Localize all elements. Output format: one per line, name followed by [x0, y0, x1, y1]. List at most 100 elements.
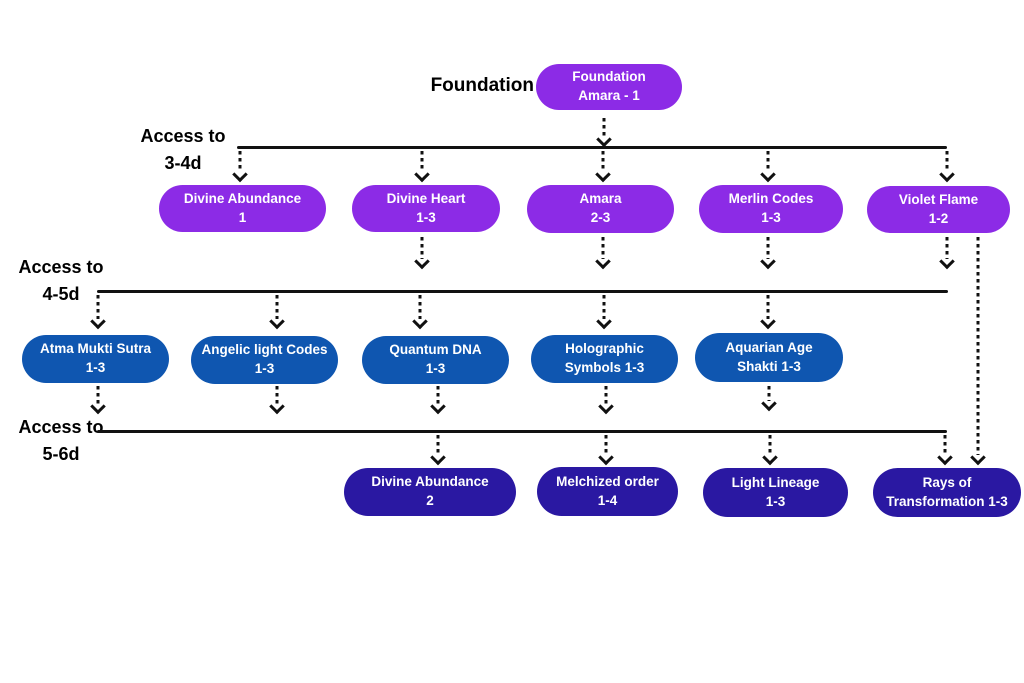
arrow-shaft	[766, 237, 770, 259]
arrow-head-icon	[90, 313, 106, 330]
arrow-head-icon	[598, 449, 614, 466]
arrow-head-icon	[937, 449, 953, 466]
access-label-line2: 4-5d	[42, 284, 80, 304]
dotted-arrow	[595, 237, 611, 270]
dotted-arrow	[596, 295, 612, 330]
node-title: Amara	[579, 191, 622, 207]
node-melchized-order: Melchized order 1-4	[537, 467, 678, 516]
arrow-shaft	[96, 295, 100, 319]
foundation-label: Foundation	[430, 75, 534, 96]
dotted-arrow	[760, 151, 776, 183]
arrow-head-icon	[430, 398, 446, 415]
dotted-arrow	[269, 295, 285, 330]
node-title: Merlin Codes	[728, 191, 814, 207]
node-rays-of-transformation: Rays of Transformation 1-3	[873, 468, 1021, 517]
access-label-4-5d: Access to 4-5d	[8, 254, 114, 308]
node-divine-heart: Divine Heart 1-3	[352, 185, 500, 232]
arrow-shaft	[604, 435, 608, 455]
dotted-arrow	[596, 118, 612, 148]
arrow-shaft	[601, 237, 605, 259]
arrow-head-icon	[939, 253, 955, 270]
access-label-line2: 3-4d	[164, 153, 202, 173]
arrow-head-icon	[90, 398, 106, 415]
dotted-arrow	[598, 386, 614, 415]
access-label-line1: Access to	[18, 417, 104, 437]
arrow-head-icon	[595, 166, 611, 183]
arrow-shaft	[275, 386, 279, 404]
arrow-shaft	[767, 386, 771, 401]
dotted-arrow	[970, 237, 986, 466]
arrow-head-icon	[414, 253, 430, 270]
node-subtitle: 1-3	[416, 209, 436, 225]
node-title: Atma Mukti Sutra	[39, 341, 151, 357]
arrow-head-icon	[414, 166, 430, 183]
dotted-arrow	[760, 237, 776, 270]
arrow-head-icon	[760, 313, 776, 330]
node-quantum-dna: Quantum DNA 1-3	[362, 336, 509, 384]
level-line-5-6d	[97, 430, 947, 433]
dotted-arrow	[412, 295, 428, 330]
node-title: Divine Abundance	[183, 190, 302, 206]
node-divine-abundance-1: Divine Abundance 1	[159, 185, 326, 232]
dotted-arrow	[760, 295, 776, 330]
arrow-head-icon	[761, 395, 777, 412]
arrow-head-icon	[762, 449, 778, 466]
node-title: Divine Abundance	[371, 474, 489, 490]
node-subtitle: 1	[238, 209, 247, 225]
node-light-lineage: Light Lineage 1-3	[703, 468, 848, 517]
arrow-head-icon	[970, 449, 986, 466]
node-angelic-light-codes: Angelic light Codes 1-3	[191, 336, 338, 384]
arrow-head-icon	[595, 253, 611, 270]
access-label-5-6d: Access to 5-6d	[8, 414, 114, 468]
node-title: Angelic light Codes	[201, 342, 328, 358]
arrow-shaft	[436, 386, 440, 404]
node-subtitle: 1-4	[597, 492, 618, 508]
node-subtitle: Amara - 1	[578, 88, 640, 103]
node-divine-abundance-2: Divine Abundance 2	[344, 468, 516, 516]
arrow-shaft	[601, 151, 605, 172]
node-amara-2-3: Amara 2-3	[527, 185, 674, 233]
arrow-head-icon	[596, 313, 612, 330]
dotted-arrow	[937, 435, 953, 466]
dotted-arrow	[939, 237, 955, 270]
arrow-shaft	[420, 237, 424, 259]
node-subtitle: 2	[426, 493, 434, 508]
arrow-shaft	[96, 386, 100, 404]
dotted-arrow	[414, 151, 430, 183]
dotted-arrow	[430, 386, 446, 415]
arrow-shaft	[418, 295, 422, 319]
node-subtitle: 1-2	[928, 210, 949, 226]
dotted-arrow	[269, 386, 285, 415]
arrow-shaft	[602, 295, 606, 319]
node-holographic-symbols: Holographic Symbols 1-3	[531, 335, 678, 383]
node-subtitle: 1-3	[765, 493, 786, 509]
node-subtitle: Shakti 1-3	[737, 358, 801, 374]
dotted-arrow	[762, 435, 778, 466]
node-title: Quantum DNA	[389, 342, 482, 358]
node-title: Melchized order	[556, 473, 659, 489]
dotted-arrow	[595, 151, 611, 183]
dotted-arrow	[232, 151, 248, 183]
arrow-head-icon	[232, 166, 248, 183]
node-subtitle: 1-3	[761, 210, 781, 225]
dotted-arrow	[761, 386, 777, 412]
node-violet-flame: Violet Flame 1-2	[867, 186, 1010, 233]
arrow-shaft	[943, 435, 947, 455]
node-aquarian-age-shakti: Aquarian Age Shakti 1-3	[695, 333, 843, 382]
node-title: Rays of	[922, 474, 972, 490]
arrow-shaft	[602, 118, 606, 137]
arrow-head-icon	[598, 398, 614, 415]
node-subtitle: 1-3	[254, 361, 275, 376]
arrow-head-icon	[760, 166, 776, 183]
arrow-shaft	[768, 435, 772, 455]
arrow-shaft	[604, 386, 608, 404]
node-title: Holographic	[565, 341, 644, 357]
node-title: Divine Heart	[386, 190, 466, 206]
arrow-shaft	[420, 151, 424, 172]
dotted-arrow	[414, 237, 430, 270]
arrow-head-icon	[939, 166, 955, 183]
dotted-arrow	[90, 386, 106, 415]
arrow-shaft	[945, 151, 949, 172]
level-line-4-5d	[97, 290, 948, 293]
arrow-head-icon	[760, 253, 776, 270]
